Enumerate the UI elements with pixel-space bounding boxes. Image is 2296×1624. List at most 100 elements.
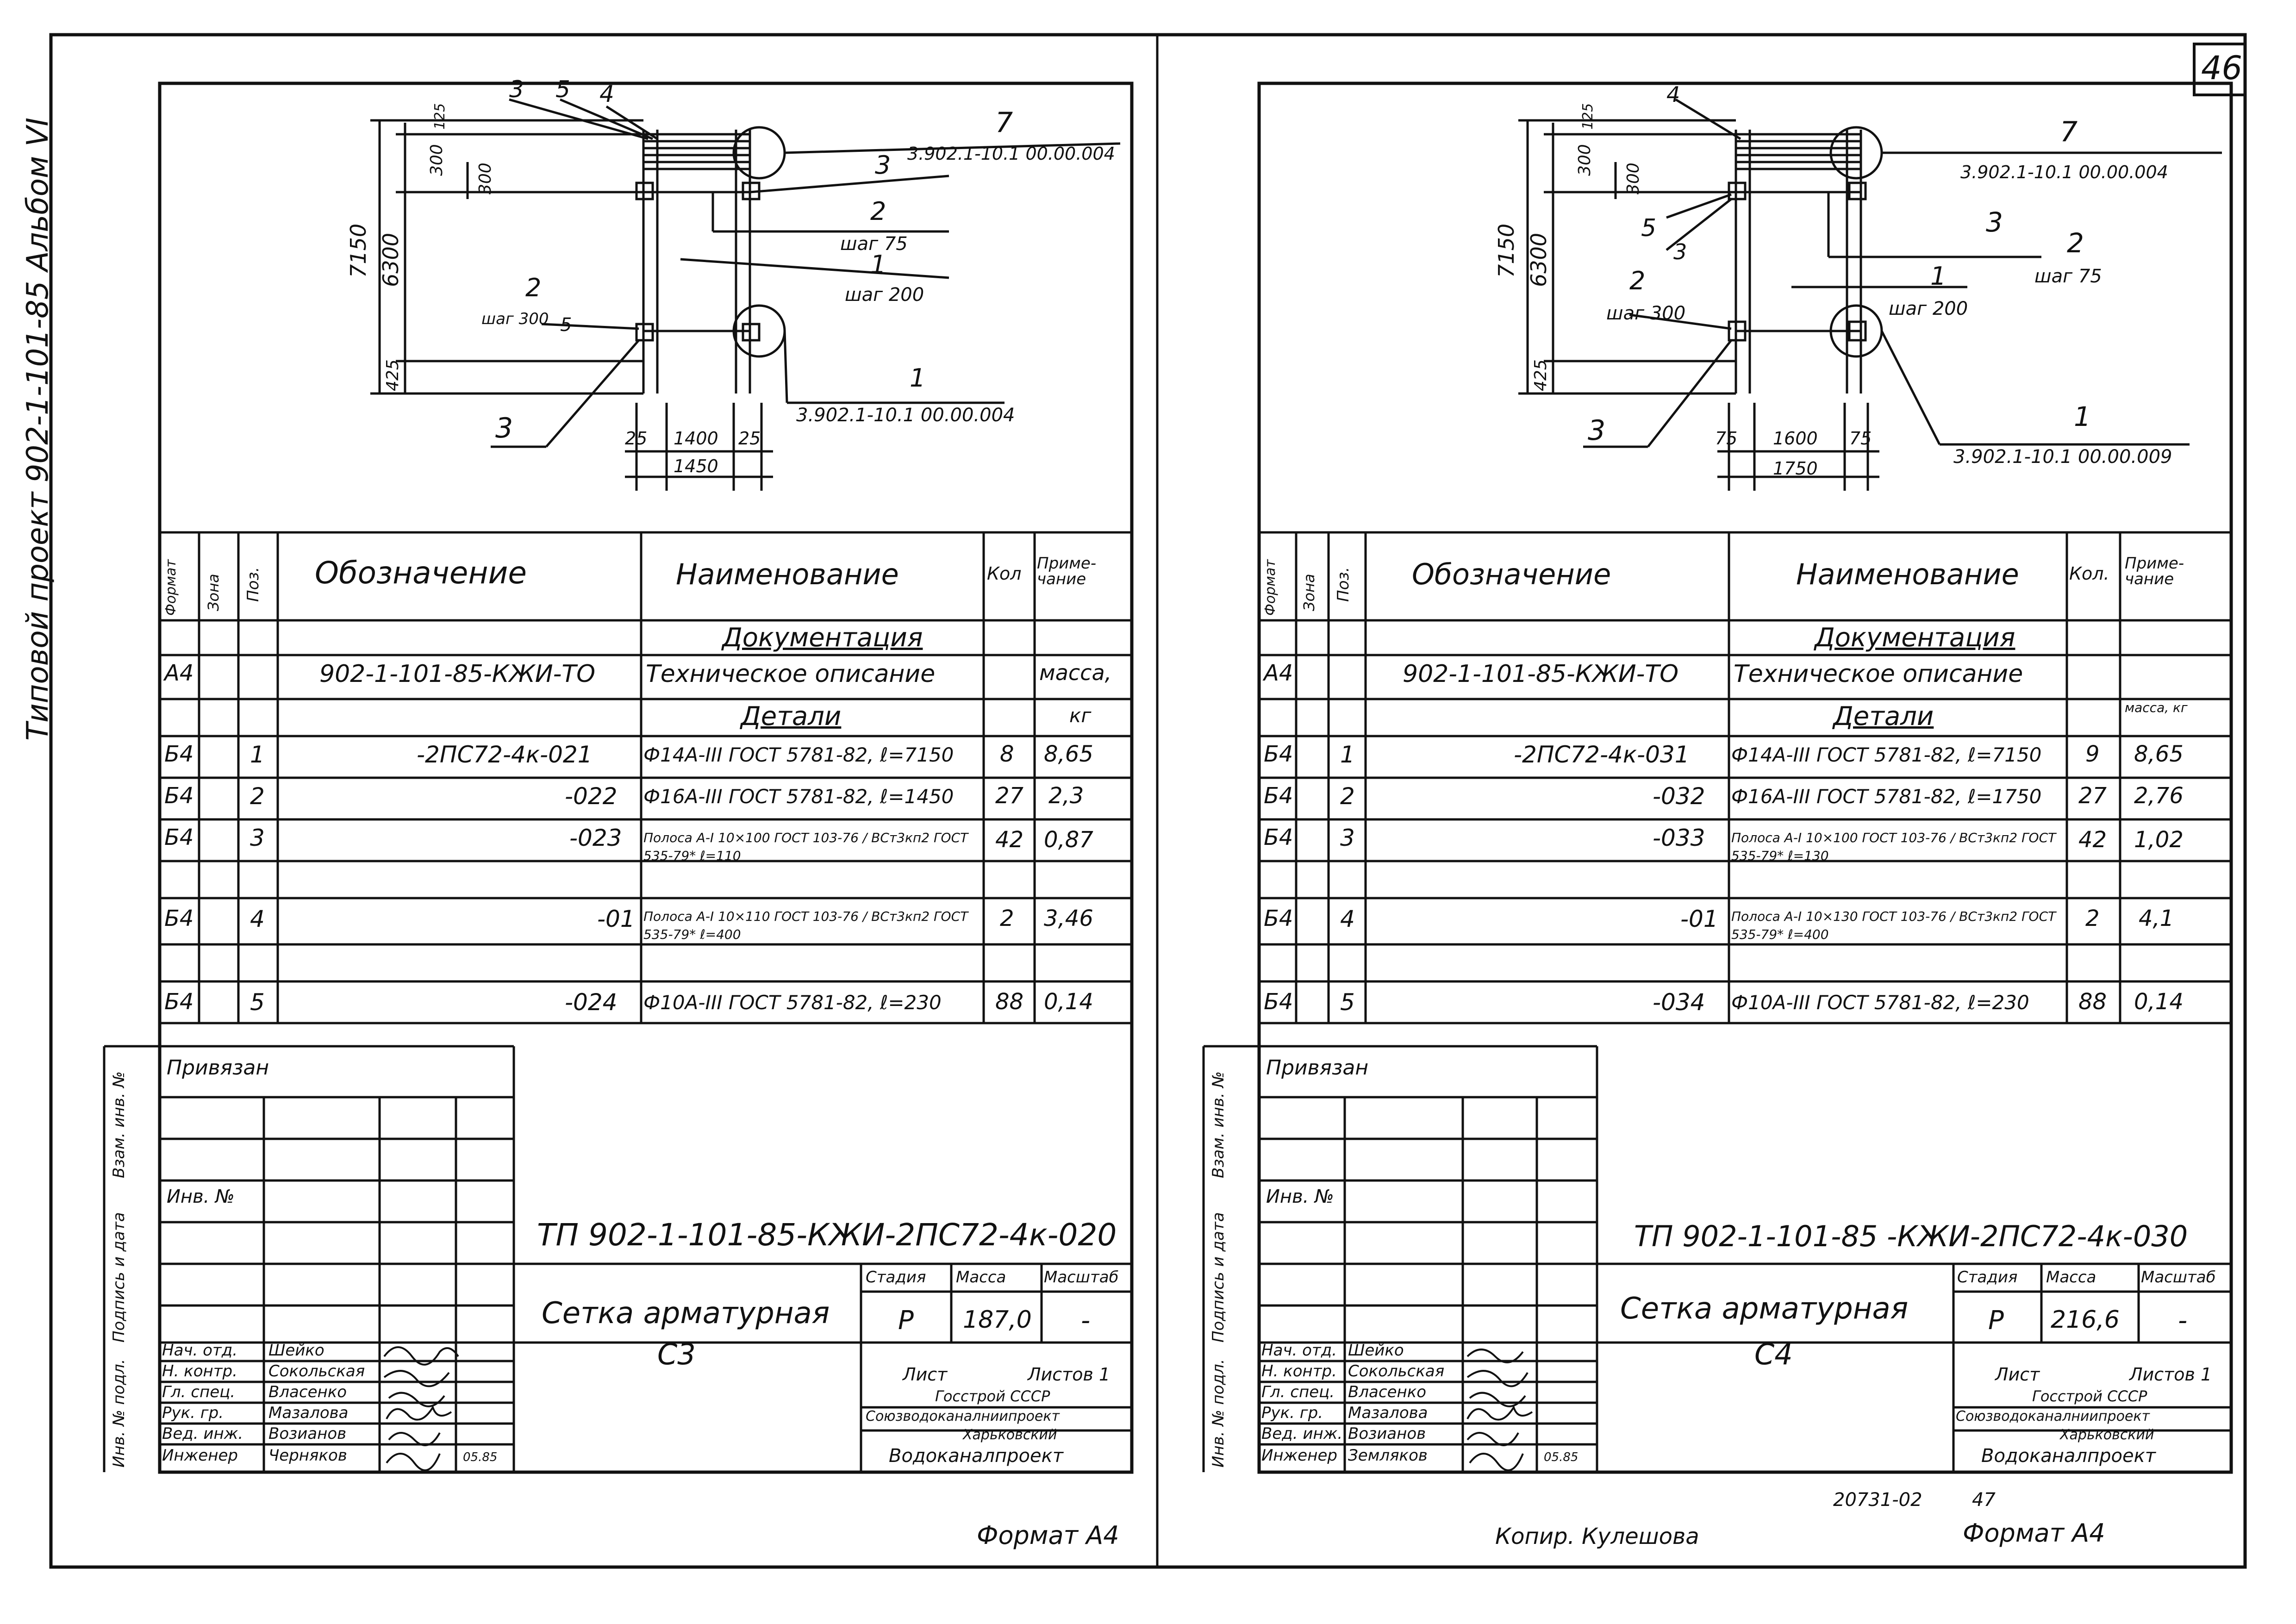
hdr-left-qty: Кол bbox=[987, 563, 1022, 584]
left-person-1-role: Нач. отд. bbox=[162, 1341, 238, 1360]
bottom-right-code: 20731-02 bbox=[1833, 1489, 1922, 1511]
left-row2-format: Б4 bbox=[164, 783, 194, 809]
left-doc-note: масса, bbox=[1039, 660, 1112, 685]
right-row1-note: 8,65 bbox=[2134, 741, 2184, 767]
side-caption: Типовой проект 902-1-101-85 Альбом VI bbox=[21, 117, 55, 741]
dim-left-inner: 300 bbox=[476, 162, 495, 194]
right-mass-label: Масса bbox=[2046, 1268, 2096, 1287]
left-person-3-role: Гл. спец. bbox=[162, 1383, 236, 1401]
left-doc-designation: 902-1-101-85-КЖИ-ТО bbox=[319, 660, 596, 688]
step-left-200: шаг 200 bbox=[845, 284, 924, 306]
section-right-doc: Документация bbox=[1815, 623, 2015, 653]
right-person-5-role: Вед. инж. bbox=[1261, 1424, 1343, 1443]
right-sheets-label: Листов 1 bbox=[2129, 1364, 2212, 1385]
callout-left-5l: 5 bbox=[560, 314, 572, 336]
right-person-4-name: Мазалова bbox=[1348, 1404, 1428, 1422]
hdr-right-note: Приме-чание bbox=[2125, 554, 2184, 588]
right-side-label-1: Взам. инв. № bbox=[1209, 1071, 1228, 1178]
right-row4-format: Б4 bbox=[1264, 906, 1293, 931]
left-row2-designation: -022 bbox=[565, 783, 618, 810]
right-row2-name: Ф16А-III ГОСТ 5781-82, ℓ=1750 bbox=[1731, 785, 2042, 808]
bottom-format-left: Формат А4 bbox=[977, 1521, 1119, 1550]
right-scale-label: Масштаб bbox=[2141, 1268, 2216, 1287]
right-parts-unit: масса, кг bbox=[2125, 700, 2188, 715]
dim-left-margin-r: 25 bbox=[738, 428, 761, 449]
callout-left-1r: 1 bbox=[870, 250, 886, 279]
left-row1-format: Б4 bbox=[164, 741, 194, 767]
right-row4-note: 4,1 bbox=[2139, 906, 2174, 931]
dim-left-total: 7150 bbox=[346, 224, 371, 278]
dim-left-overall: 1450 bbox=[674, 456, 718, 476]
left-sheet-label: Лист bbox=[903, 1364, 948, 1385]
left-sheets-label: Листов 1 bbox=[1028, 1364, 1111, 1385]
left-row4-name: Полоса А-I 10×110 ГОСТ 103-76 / ВСт3кп2 … bbox=[643, 909, 968, 943]
right-row1-name: Ф14А-III ГОСТ 5781-82, ℓ=7150 bbox=[1731, 743, 2042, 766]
left-org-2: Союзводоканалниипроект bbox=[866, 1408, 1060, 1424]
right-row2-format: Б4 bbox=[1264, 783, 1293, 809]
right-person-1-name: Шейко bbox=[1348, 1341, 1404, 1360]
callout-right-3b: 3 bbox=[1588, 414, 1605, 447]
callout-left-3b: 3 bbox=[495, 412, 513, 444]
callout-left-7: 7 bbox=[995, 106, 1013, 139]
dim-right-overall: 1750 bbox=[1773, 458, 1818, 479]
hdr-left-designation: Обозначение bbox=[315, 555, 527, 591]
right-person-6-name: Земляков bbox=[1348, 1446, 1428, 1465]
left-row4-pos: 4 bbox=[250, 906, 265, 932]
left-row5-name: Ф10А-III ГОСТ 5781-82, ℓ=230 bbox=[643, 991, 942, 1014]
dim-right-lower: 425 bbox=[1531, 359, 1550, 391]
left-person-4-name: Мазалова bbox=[268, 1404, 349, 1422]
left-person-2-name: Сокольская bbox=[268, 1362, 365, 1380]
right-inv-no: Инв. № bbox=[1266, 1186, 1334, 1207]
left-mass-label: Масса bbox=[956, 1268, 1006, 1287]
left-stamp-code: ТП 902-1-101-85-КЖИ-2ПС72-4к-020 bbox=[537, 1217, 1117, 1253]
left-side-label-1: Взам. инв. № bbox=[110, 1071, 128, 1178]
left-stage: Р bbox=[898, 1305, 914, 1336]
right-row1-qty: 9 bbox=[2085, 741, 2100, 767]
hdr-left-zone: Зона bbox=[205, 574, 222, 611]
left-row5-format: Б4 bbox=[164, 989, 194, 1015]
drawing-right-labels: 7150 6300 300 125 300 425 75 1600 75 175… bbox=[1494, 82, 2172, 479]
dim-right-margin-r: 75 bbox=[1849, 428, 1872, 449]
left-person-6-name: Черняков bbox=[268, 1446, 347, 1465]
right-row2-note: 2,76 bbox=[2134, 783, 2184, 809]
left-stamp-title: Сетка арматурная bbox=[542, 1296, 830, 1330]
left-row4-note: 3,46 bbox=[1044, 906, 1093, 931]
bottom-copied-by: Копир. Кулешова bbox=[1495, 1524, 1699, 1549]
left-row3-qty: 42 bbox=[995, 827, 1024, 853]
hdr-left-pos: Поз. bbox=[244, 567, 262, 602]
left-row2-pos: 2 bbox=[250, 783, 265, 810]
left-row5-note: 0,14 bbox=[1044, 989, 1093, 1015]
left-person-3-name: Власенко bbox=[268, 1383, 347, 1401]
left-row2-name: Ф16А-III ГОСТ 5781-82, ℓ=1450 bbox=[643, 785, 954, 808]
bottom-format-right: Формат А4 bbox=[1963, 1518, 2105, 1548]
left-doc-format: А4 bbox=[164, 660, 194, 686]
left-row1-pos: 1 bbox=[250, 741, 265, 768]
right-row5-note: 0,14 bbox=[2134, 989, 2184, 1015]
dim-left-upper: 300 bbox=[427, 144, 446, 176]
left-row3-format: Б4 bbox=[164, 824, 194, 850]
left-row3-designation: -023 bbox=[569, 824, 622, 851]
left-mass: 187,0 bbox=[963, 1306, 1032, 1334]
hdr-left-format: Формат bbox=[163, 559, 179, 616]
left-scale-label: Масштаб bbox=[1044, 1268, 1119, 1287]
left-row1-note: 8,65 bbox=[1044, 741, 1093, 767]
right-person-3-name: Власенко bbox=[1348, 1383, 1427, 1401]
signatures bbox=[383, 1346, 1533, 1471]
callout-right-7: 7 bbox=[2060, 116, 2078, 148]
dim-right-mid: 6300 bbox=[1526, 233, 1551, 287]
left-row1-qty: 8 bbox=[1000, 741, 1014, 767]
ref-right-bottom: 3.902.1-10.1 00.00.009 bbox=[1953, 446, 2172, 468]
right-org-3: Харьковский bbox=[2060, 1427, 2154, 1443]
left-privyazan: Привязан bbox=[167, 1056, 269, 1080]
left-side-label-2: Подпись и дата bbox=[110, 1212, 128, 1343]
step-right-75: шаг 75 bbox=[2034, 266, 2102, 287]
hdr-right-designation: Обозначение bbox=[1412, 557, 1611, 591]
left-org-3: Харьковский bbox=[963, 1427, 1057, 1443]
left-scale: - bbox=[1081, 1305, 1091, 1336]
hdr-right-format: Формат bbox=[1262, 559, 1279, 616]
left-stamp-date: 05.85 bbox=[463, 1450, 498, 1464]
right-org-2: Союзводоканалниипроект bbox=[1956, 1408, 2150, 1424]
bottom-right-number: 47 bbox=[1972, 1489, 1996, 1511]
left-row2-note: 2,3 bbox=[1048, 783, 1084, 809]
